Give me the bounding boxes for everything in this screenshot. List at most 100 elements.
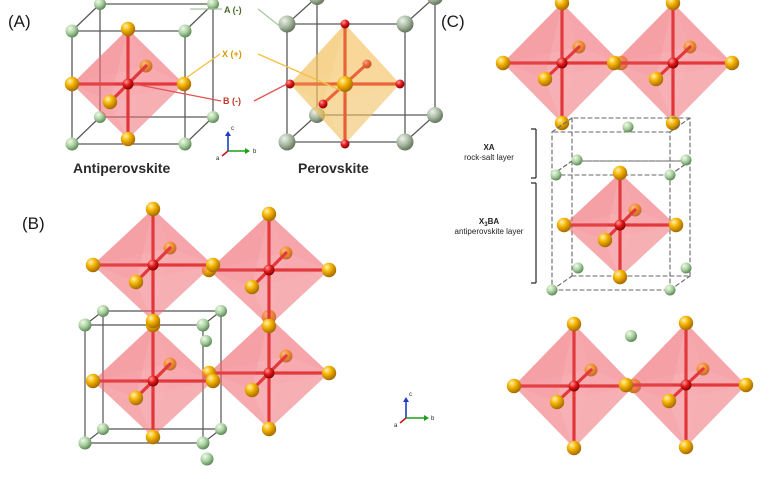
leader-a-right <box>257 8 283 29</box>
axis-label-c: c <box>409 392 412 398</box>
c-axis-arrow-icon <box>403 397 409 402</box>
a-site-atom <box>664 169 676 181</box>
antiperovskite-octahedron <box>606 0 740 131</box>
x-site-atom <box>506 378 522 394</box>
octahedron-face <box>252 270 329 326</box>
axis-triad-a: c b a <box>216 126 257 162</box>
octahedron-face <box>686 323 746 385</box>
octahedron-face <box>574 324 634 386</box>
octahedron-face <box>656 63 732 123</box>
panel-label-c: (C) <box>441 12 465 31</box>
a-site-atom <box>196 436 210 450</box>
x-site-atom <box>648 71 664 87</box>
x-site-atom <box>678 315 694 331</box>
site-label-a: A (-) <box>224 5 242 15</box>
octahedron-face <box>93 265 153 321</box>
a-site-atom <box>680 262 692 274</box>
leader-b-right <box>253 83 288 102</box>
x-site-atom <box>145 201 161 217</box>
a-site-atom <box>207 0 219 10</box>
octahedron-face <box>605 225 676 277</box>
cell-edge <box>669 117 691 133</box>
octahedron-face <box>269 214 329 270</box>
a-site-atom <box>97 423 109 435</box>
a-site-atom <box>78 318 92 332</box>
x-site-atom <box>537 71 553 87</box>
x-site-atom <box>566 440 582 456</box>
a-site-atom <box>309 0 325 5</box>
a-site-atom <box>94 0 106 10</box>
a-site-atom <box>278 15 296 33</box>
octahedron-face <box>673 47 732 123</box>
x-site-atom <box>205 373 221 389</box>
x-site-atom <box>85 373 101 389</box>
x-site-atom <box>285 79 295 89</box>
octahedron-face <box>626 323 686 401</box>
a-site-atom <box>200 335 212 347</box>
x-site-atom <box>85 257 101 273</box>
octahedron-face <box>503 3 562 79</box>
antiperovskite-octahedron <box>85 201 221 329</box>
b-site-atom <box>556 57 568 69</box>
a-site-atom <box>427 0 443 5</box>
a-site-atom <box>622 121 634 133</box>
b-site-atom <box>263 264 275 276</box>
a-site-atom <box>200 452 214 466</box>
antiperovskite-octahedron <box>201 206 337 334</box>
octahedron-face <box>72 84 128 139</box>
x-site-atom <box>321 262 337 278</box>
b-site-atom <box>122 78 134 90</box>
antiperovskite-unit-cell <box>64 0 219 151</box>
a-site-atom <box>97 305 109 317</box>
perovskite-octahedron <box>285 19 405 149</box>
perovskite-label: Perovskite <box>298 160 369 176</box>
octahedron-face <box>323 84 400 144</box>
a-site-atom <box>396 15 414 33</box>
octahedron-face <box>564 225 620 277</box>
a-site-atom <box>65 24 79 38</box>
a-site-atom <box>396 133 414 151</box>
octahedron-face <box>620 210 676 277</box>
ruddlesden-popper-structure <box>495 0 754 456</box>
octahedron-face <box>93 209 153 282</box>
x-site-atom <box>395 79 405 89</box>
octahedron-face <box>93 325 153 398</box>
a-axis-icon <box>399 417 407 424</box>
octahedron-face <box>620 173 676 225</box>
x-site-atom <box>128 390 144 406</box>
a-site-atom <box>196 318 210 332</box>
x-site-atom <box>340 139 350 149</box>
b-site-atom <box>337 76 353 92</box>
octahedron-face <box>72 29 128 102</box>
a-site-atom <box>207 111 219 123</box>
axis-label-a: a <box>216 156 220 162</box>
a-site-atom <box>625 330 637 342</box>
x-site-atom <box>244 279 260 295</box>
a-site-atom <box>215 423 227 435</box>
octahedron-face <box>562 3 621 63</box>
a-site-atom <box>680 154 692 166</box>
octahedron-face <box>153 209 213 265</box>
octahedron-face <box>209 373 269 429</box>
site-label-group: A (-) X (+) B (-) <box>133 5 341 106</box>
octahedron-face <box>626 385 686 447</box>
a-site-atom <box>427 107 443 123</box>
a-site-atom <box>546 284 558 296</box>
a-site-atom <box>664 284 676 296</box>
x-site-atom <box>340 19 350 29</box>
x-site-atom <box>597 232 613 248</box>
x-site-atom <box>128 274 144 290</box>
antiperovskite-octahedron <box>556 165 684 285</box>
b-site-atom <box>614 219 626 231</box>
x-site-atom <box>566 316 582 332</box>
xa-label: XA <box>483 143 494 152</box>
octahedron-face <box>545 63 621 123</box>
site-label-x: X (+) <box>222 49 242 59</box>
octahedron-face <box>290 24 345 104</box>
x-site-atom <box>549 394 565 410</box>
x-site-atom <box>665 0 681 11</box>
x-site-atom <box>606 55 622 71</box>
octahedron-face <box>93 381 153 437</box>
x-site-atom <box>556 217 572 233</box>
octahedron-face <box>345 24 400 84</box>
